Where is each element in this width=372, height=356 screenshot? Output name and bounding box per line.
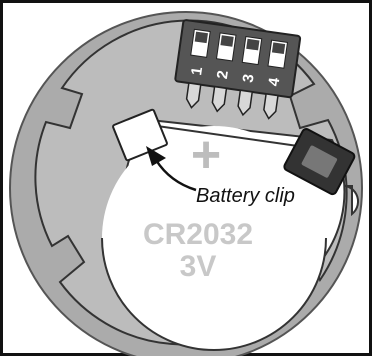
battery-clip-label: Battery clip (196, 185, 295, 207)
battery-cell-edge (101, 237, 327, 351)
battery-clip (112, 108, 168, 162)
dip-switch-position-label: 3 (240, 73, 258, 84)
side-connector-window (301, 145, 338, 178)
battery-model-label: CR2032 (143, 218, 253, 251)
callout-arrow-line (154, 159, 197, 192)
dip-switch-pin (263, 93, 279, 120)
dip-switch-knob (271, 42, 286, 55)
dip-switch-pin (237, 89, 254, 117)
battery-polarity-symbol: + (191, 126, 221, 184)
callout-arrowhead (146, 146, 166, 166)
dip-switch-knob (194, 31, 208, 44)
dip-switch-position-label: 4 (265, 76, 283, 87)
dip-switch-position-label: 1 (188, 66, 206, 77)
battery-voltage-label: 3V (180, 250, 217, 283)
dip-switch-knob (246, 38, 260, 51)
dip-switch-knob (220, 35, 234, 47)
dip-switch-pin (185, 82, 202, 109)
dip-switch-pins (185, 82, 279, 120)
dip-switch-position-label: 2 (214, 69, 232, 80)
dip-switch-pin (211, 85, 228, 113)
battery-cell-face (102, 126, 326, 350)
side-connector (283, 128, 356, 196)
